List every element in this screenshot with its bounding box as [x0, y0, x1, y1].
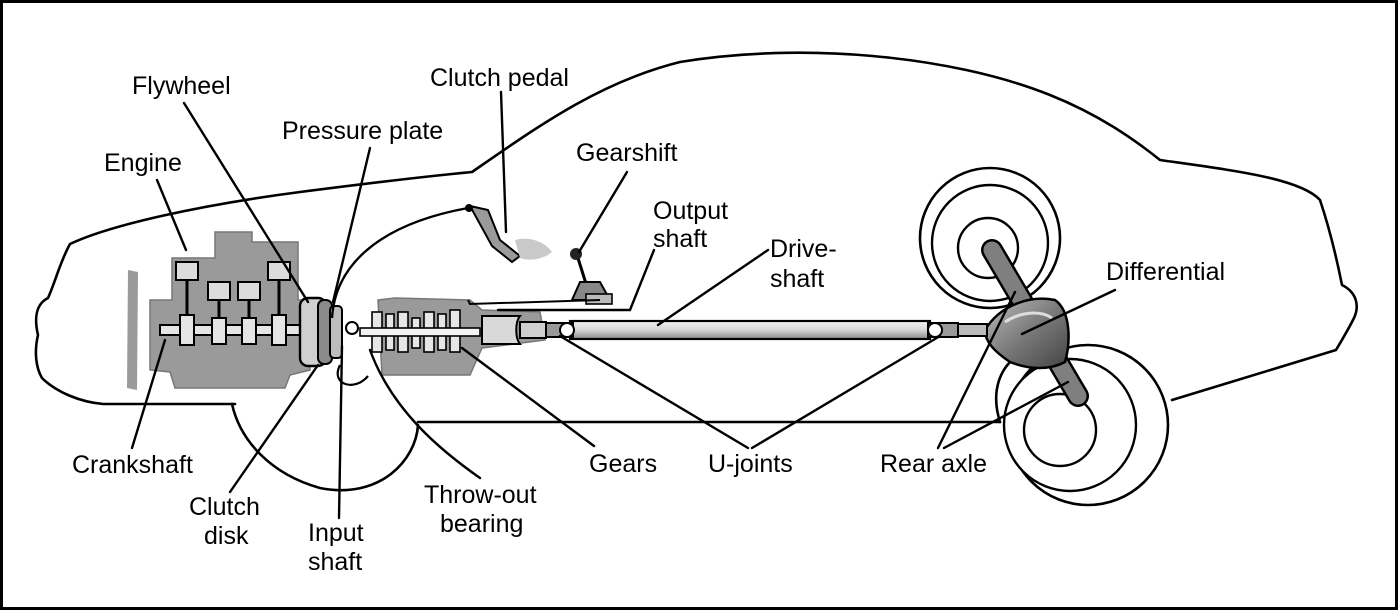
label-rear-axle: Rear axle — [880, 450, 987, 478]
leader-differential — [1020, 288, 1117, 336]
label-gearshift: Gearshift — [576, 139, 677, 167]
leader-crankshaft — [130, 338, 167, 450]
car-body-outline — [34, 51, 1358, 406]
label-clutch-disk-line1: Clutch — [189, 493, 260, 521]
clutch-pedal-assembly — [330, 204, 552, 319]
labels: Flywheel Clutch pedal Pressure plate Gea… — [72, 64, 1225, 576]
label-driveshaft-line2: shaft — [770, 265, 824, 293]
leader-output-shaft — [496, 248, 656, 312]
rear-wheel-lower — [1002, 343, 1170, 507]
leader-gearshift — [577, 170, 629, 254]
leader-input-shaft — [337, 344, 344, 520]
differential — [954, 297, 1070, 370]
leader-lines — [130, 90, 1117, 520]
label-gears: Gears — [589, 450, 657, 478]
label-differential: Differential — [1106, 258, 1225, 286]
engine-block — [127, 231, 311, 390]
leader-u-joints-left — [558, 334, 750, 450]
label-engine: Engine — [104, 149, 182, 177]
transmission — [359, 297, 547, 376]
leader-clutch-disk — [228, 363, 320, 494]
leader-engine — [155, 178, 188, 252]
leader-rear-axle-lower — [942, 380, 1070, 450]
leader-driveshaft — [656, 248, 770, 327]
driveshaft — [542, 319, 959, 341]
front-wheel-arch — [230, 402, 420, 492]
gearshift-lever — [467, 248, 613, 306]
label-pressure-plate: Pressure plate — [282, 117, 443, 145]
label-output-shaft-line2: shaft — [653, 225, 707, 253]
label-clutch-disk-line2: disk — [204, 522, 249, 550]
label-flywheel: Flywheel — [132, 72, 231, 100]
leader-flywheel — [182, 101, 310, 304]
leader-gears — [460, 346, 596, 448]
leader-pressure-plate — [331, 146, 372, 304]
label-clutch-pedal: Clutch pedal — [430, 64, 569, 92]
flywheel-clutch — [298, 296, 369, 386]
label-throwout-bearing-line1: Throw-out — [424, 481, 537, 509]
leader-rear-axle-upper — [936, 290, 1017, 450]
label-input-shaft-line1: Input — [308, 519, 364, 547]
label-driveshaft-line1: Drive- — [770, 235, 837, 263]
label-throwout-bearing-line2: bearing — [440, 510, 523, 538]
label-u-joints: U-joints — [708, 450, 793, 478]
rear-wheel-upper — [918, 166, 1062, 310]
label-crankshaft: Crankshaft — [72, 451, 193, 479]
label-output-shaft-line1: Output — [653, 197, 728, 225]
leader-throwout-bearing — [368, 348, 482, 480]
leader-clutch-pedal — [499, 90, 508, 234]
leader-u-joints-right — [750, 334, 942, 450]
label-input-shaft-line2: shaft — [308, 548, 362, 576]
